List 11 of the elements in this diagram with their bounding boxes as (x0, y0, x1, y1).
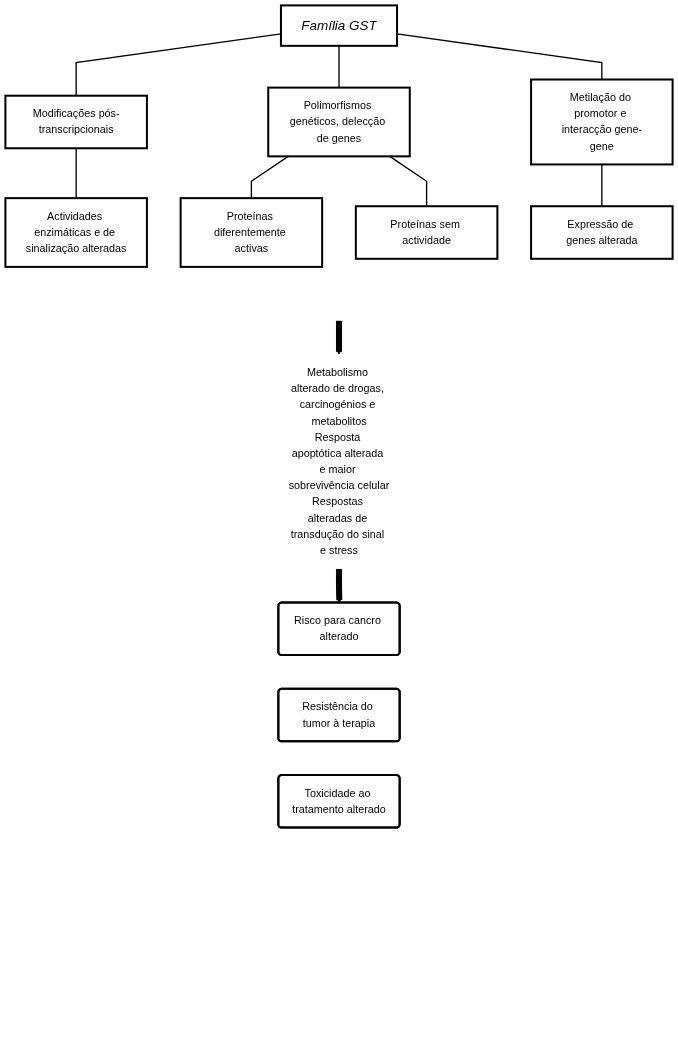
node-box: Polimorfismos genéticos, delecção de genes (267, 86, 411, 158)
node-box: Proteínas diferentemente activas (179, 197, 324, 268)
node-box: Família GST (279, 4, 399, 47)
node-box: Metilação do promotor e interacção gene-gene (530, 78, 674, 166)
node-box: Expressão de genes alterada (530, 205, 674, 260)
arrow (335, 568, 343, 604)
node-box: Proteínas sem actividade (354, 205, 499, 260)
arrow (335, 320, 343, 355)
node-text: Metabolismo alterado de drogas, carcinogénios e metabolitos Resposta apoptótica alterada e maior sobrevivência celular Respostas alteradas de transdução do sinal e stress (288, 366, 390, 557)
node-box: Modificações pós-transcripcionais (4, 94, 148, 150)
node-box: Actividades enzimáticas e de sinalização alteradas (4, 197, 148, 268)
